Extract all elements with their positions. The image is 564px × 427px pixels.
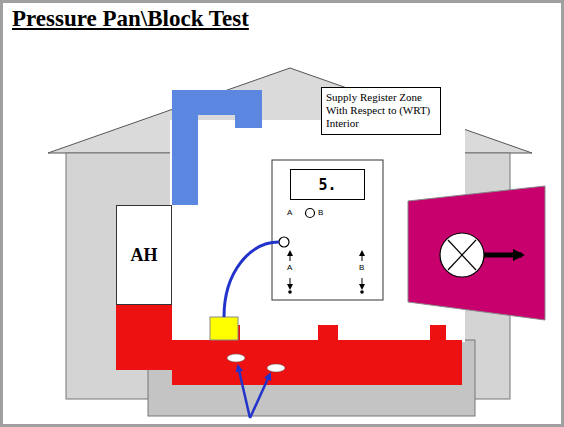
pressure-pan	[210, 317, 238, 340]
channel-label: A	[287, 263, 292, 273]
manometer	[272, 160, 383, 300]
pressure-port	[279, 237, 289, 247]
supply-duct	[116, 305, 462, 385]
return-duct	[172, 90, 262, 205]
fan-blade	[448, 240, 476, 270]
gauge-display: 5.	[290, 169, 365, 200]
channel-b-arrow	[362, 253, 363, 261]
airflow-arrow	[484, 253, 522, 258]
selector-knob	[306, 209, 315, 218]
leak-pointer	[250, 374, 270, 418]
channel-label: B	[318, 208, 323, 218]
channel-a-port	[288, 290, 292, 294]
box-text: AH	[131, 245, 158, 266]
channel-a-arrow	[290, 253, 291, 261]
channel-b-port	[360, 290, 364, 294]
callout-box: Supply Register Zone With Respect to (WR…	[321, 87, 441, 135]
box-text: 5.	[318, 176, 336, 194]
air-handler: AH	[116, 205, 172, 305]
duct-leak	[227, 354, 245, 362]
pressure-hose	[224, 242, 279, 317]
channel-label: B	[359, 263, 364, 273]
channel-b-arrow	[362, 278, 363, 287]
slide-title: Pressure Pan\Block Test	[12, 6, 249, 32]
leak-pointer	[238, 366, 250, 418]
channel-a-arrow	[290, 278, 291, 287]
blower-fan	[440, 233, 484, 277]
box-text: Supply Register Zone With Respect to (WR…	[326, 91, 436, 131]
channel-label: A	[287, 208, 292, 218]
fan-blade	[448, 240, 476, 270]
blower-door	[408, 186, 545, 320]
duct-leak	[267, 364, 285, 372]
